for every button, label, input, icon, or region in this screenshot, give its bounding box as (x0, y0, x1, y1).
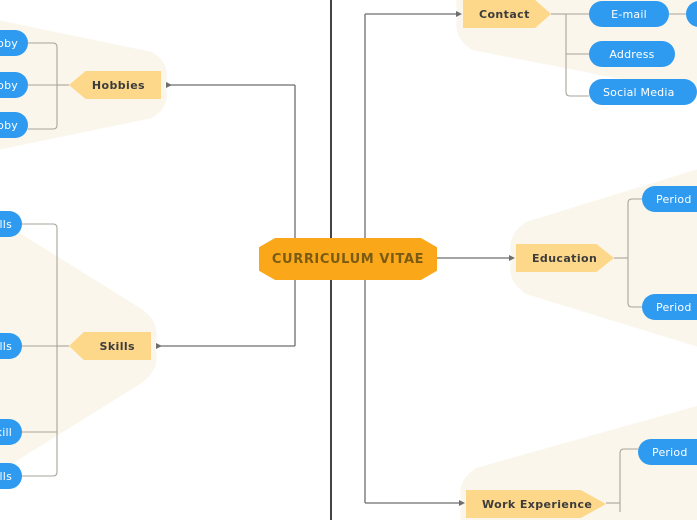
branch-node-hobbies[interactable]: Hobbies (69, 71, 161, 99)
leaf-node-email[interactable]: E-mail (589, 1, 669, 27)
leaf-node-address[interactable]: Address (589, 41, 675, 67)
root-node-label: CURRICULUM VITAE (271, 251, 425, 267)
edge-skills-children (22, 223, 69, 477)
leaf-node-address-label: Address (609, 47, 655, 61)
branch-node-skills-label: Skills (99, 339, 135, 353)
leaf-node-hobby-2[interactable]: Hobby (0, 72, 28, 98)
root-node-curriculum-vitae[interactable]: CURRICULUM VITAE (259, 238, 437, 280)
leaf-node-skills-2[interactable]: Skills (0, 333, 22, 359)
edge-education-children (614, 198, 642, 308)
leaf-node-skills-1[interactable]: Skills (0, 211, 22, 237)
branch-node-hobbies-label: Hobbies (91, 78, 145, 92)
edge-contact-children (551, 13, 589, 97)
branch-node-work-experience-label: Work Experience (482, 497, 593, 511)
leaf-node-social-media[interactable]: Social Media (589, 79, 697, 105)
leaf-node-email-child[interactable] (686, 1, 697, 27)
leaf-node-hobby-1[interactable]: Hobby (0, 30, 28, 56)
branch-node-education-label: Education (532, 251, 598, 265)
leaf-node-skill-3[interactable]: Skill (0, 419, 22, 445)
branch-node-contact-label: Contact (479, 7, 530, 21)
branch-node-skills[interactable]: Skills (69, 332, 151, 360)
branch-node-education[interactable]: Education (516, 244, 614, 272)
branch-node-work-experience[interactable]: Work Experience (466, 490, 606, 518)
edge-root-left-bracket (156, 82, 296, 349)
leaf-node-hobby-3-label: Hobby (0, 118, 18, 132)
leaf-node-education-period-1-label: Period (656, 192, 692, 206)
leaf-node-skills-4[interactable]: Skills (0, 463, 22, 489)
leaf-node-education-period-2[interactable]: Period (642, 294, 697, 320)
branch-node-contact[interactable]: Contact (463, 0, 551, 28)
edge-work-experience-children (606, 448, 638, 512)
leaf-node-hobby-1-label: Hobby (0, 36, 18, 50)
leaf-node-social-media-label: Social Media (603, 85, 675, 99)
leaf-node-skills-1-label: Skills (0, 217, 12, 231)
leaf-node-work-period-1[interactable]: Period (638, 439, 697, 465)
leaf-node-skills-4-label: Skills (0, 469, 12, 483)
leaf-node-hobby-2-label: Hobby (0, 78, 18, 92)
leaf-node-skill-3-label: Skill (0, 425, 12, 439)
edge-hobbies-children (28, 42, 69, 130)
leaf-node-education-period-1[interactable]: Period (642, 186, 697, 212)
leaf-node-hobby-3[interactable]: Hobby (0, 112, 28, 138)
leaf-node-skills-2-label: Skills (0, 339, 12, 353)
leaf-node-work-period-1-label: Period (652, 445, 688, 459)
leaf-node-email-label: E-mail (611, 7, 647, 21)
leaf-node-education-period-2-label: Period (656, 300, 692, 314)
